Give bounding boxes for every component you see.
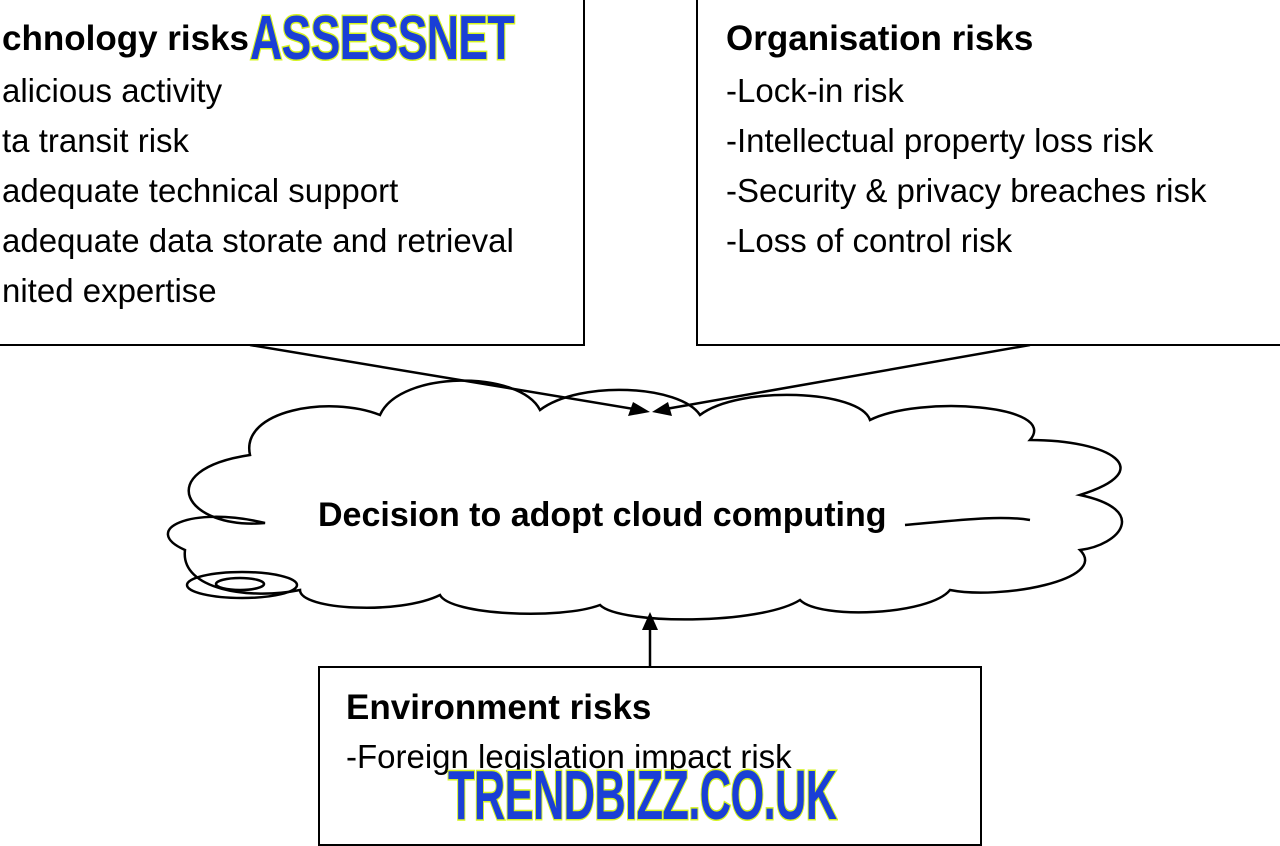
arrowhead-env — [642, 612, 658, 630]
technology-risks-box: chnology risks alicious activity ta tran… — [0, 0, 585, 346]
organisation-risk-item: -Security & privacy breaches risk — [726, 172, 1207, 209]
watermark-top: ASSESSNET — [249, 4, 516, 73]
decision-label: Decision to adopt cloud computing — [318, 496, 887, 534]
organisation-risk-item: -Intellectual property loss risk — [726, 122, 1154, 159]
environment-risk-item: -Foreign legislation impact risk — [346, 738, 792, 775]
cloud-shape — [166, 379, 1124, 621]
technology-risk-item: adequate technical support — [2, 172, 399, 209]
organisation-risks-box: Organisation risks -Lock-in risk -Intell… — [696, 0, 1280, 346]
environment-risks-title: Environment risks — [346, 688, 652, 727]
environment-risks-box: Environment risks -Foreign legislation i… — [318, 666, 982, 846]
technology-risk-item: nited expertise — [2, 272, 217, 309]
organisation-risk-item: -Loss of control risk — [726, 222, 1013, 259]
technology-risk-item: alicious activity — [2, 72, 223, 109]
technology-risks-title: chnology risks — [2, 19, 250, 58]
watermark-bottom: TRENDBIZZ.CO.UK — [447, 756, 838, 834]
arrow-org-to-decision — [659, 343, 1031, 412]
technology-risk-item: ta transit risk — [2, 122, 190, 159]
organisation-risks-title: Organisation risks — [726, 19, 1034, 58]
technology-risk-item: adequate data storate and retrieval — [2, 222, 514, 259]
arrow-tech-to-decision — [249, 343, 641, 412]
arrowhead-tech — [628, 402, 650, 416]
arrowhead-org — [652, 402, 672, 416]
organisation-risk-item: -Lock-in risk — [726, 72, 904, 109]
